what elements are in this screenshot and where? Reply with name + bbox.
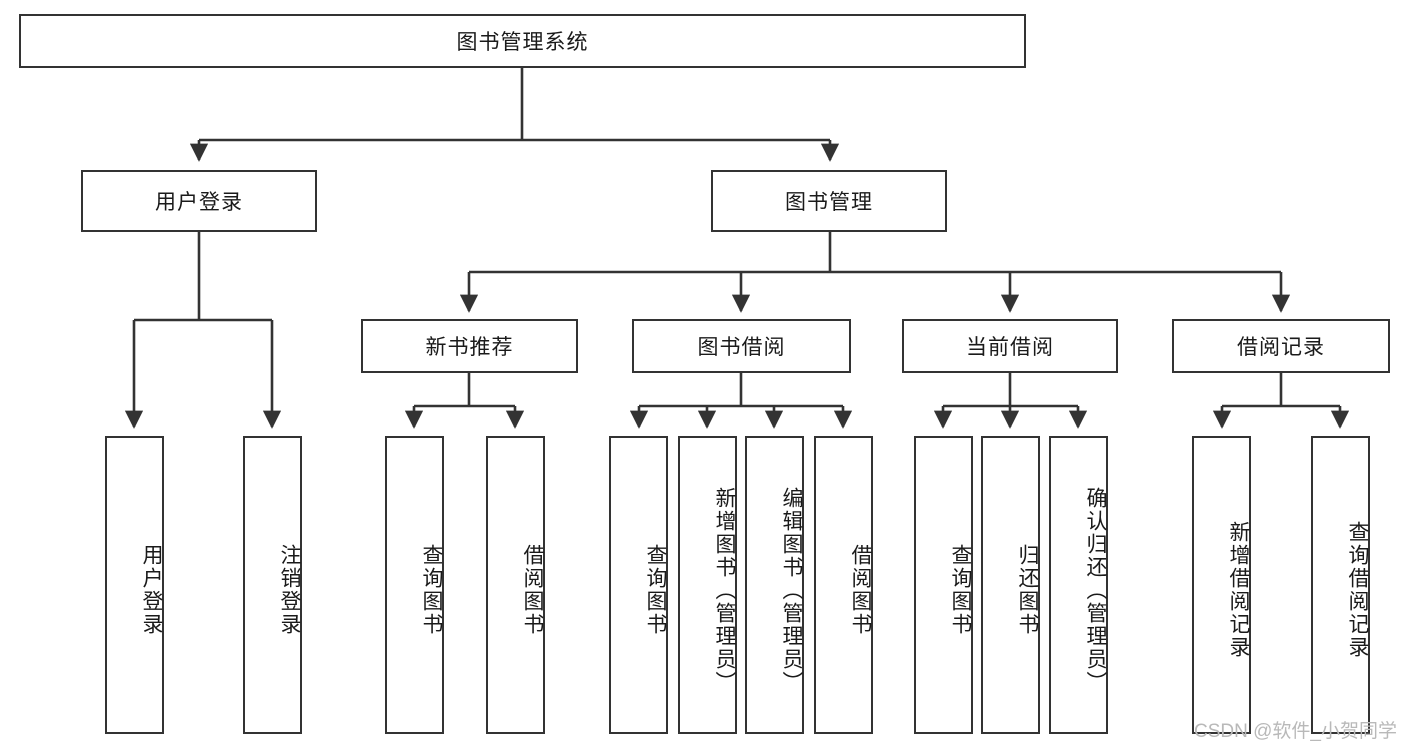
node-borrow-record-label: 借阅记录 [1237, 336, 1325, 359]
node-user-login-label: 用户登录 [155, 191, 243, 214]
leaf-new-book-borrow[interactable]: 借阅图书 [486, 436, 545, 734]
leaf-book-borrow-borrow[interactable]: 借阅图书 [814, 436, 873, 734]
leaf-label: 注销登录 [278, 544, 301, 636]
leaf-current-borrow-return[interactable]: 归还图书 [981, 436, 1040, 734]
leaf-label: 查询图书 [949, 544, 972, 636]
node-current-borrow-label: 当前借阅 [966, 336, 1054, 359]
leaf-label: 查询借阅记录 [1346, 521, 1369, 659]
leaf-label: 编辑图书（管理员） [780, 486, 803, 694]
leaf-current-borrow-confirm-return[interactable]: 确认归还（管理员） [1049, 436, 1108, 734]
node-root[interactable]: 图书管理系统 [19, 14, 1026, 68]
leaf-book-borrow-edit[interactable]: 编辑图书（管理员） [745, 436, 804, 734]
node-current-borrow[interactable]: 当前借阅 [902, 319, 1118, 373]
leaf-borrow-record-query[interactable]: 查询借阅记录 [1311, 436, 1370, 734]
node-borrow-record[interactable]: 借阅记录 [1172, 319, 1390, 373]
leaf-label: 确认归还（管理员） [1084, 486, 1107, 694]
leaf-borrow-record-add[interactable]: 新增借阅记录 [1192, 436, 1251, 734]
leaf-label: 新增借阅记录 [1227, 521, 1250, 659]
node-book-management[interactable]: 图书管理 [711, 170, 947, 232]
leaf-book-borrow-query[interactable]: 查询图书 [609, 436, 668, 734]
node-user-login[interactable]: 用户登录 [81, 170, 317, 232]
leaf-label: 查询图书 [644, 544, 667, 636]
leaf-new-book-query[interactable]: 查询图书 [385, 436, 444, 734]
leaf-label: 借阅图书 [849, 544, 872, 636]
leaf-label: 用户登录 [140, 544, 163, 636]
node-new-book-recommend-label: 新书推荐 [425, 336, 514, 359]
leaf-current-borrow-query[interactable]: 查询图书 [914, 436, 973, 734]
leaf-user-login-logout[interactable]: 注销登录 [243, 436, 302, 734]
leaf-label: 新增图书（管理员） [713, 486, 736, 694]
node-root-label: 图书管理系统 [456, 31, 589, 54]
leaf-user-login-login[interactable]: 用户登录 [105, 436, 164, 734]
leaf-label: 归还图书 [1016, 544, 1039, 636]
leaf-label: 查询图书 [420, 544, 443, 636]
leaf-label: 借阅图书 [521, 544, 544, 636]
node-book-borrow-label: 图书借阅 [697, 336, 786, 359]
node-new-book-recommend[interactable]: 新书推荐 [361, 319, 578, 373]
node-book-management-label: 图书管理 [785, 191, 873, 214]
leaf-book-borrow-add[interactable]: 新增图书（管理员） [678, 436, 737, 734]
node-book-borrow[interactable]: 图书借阅 [632, 319, 851, 373]
